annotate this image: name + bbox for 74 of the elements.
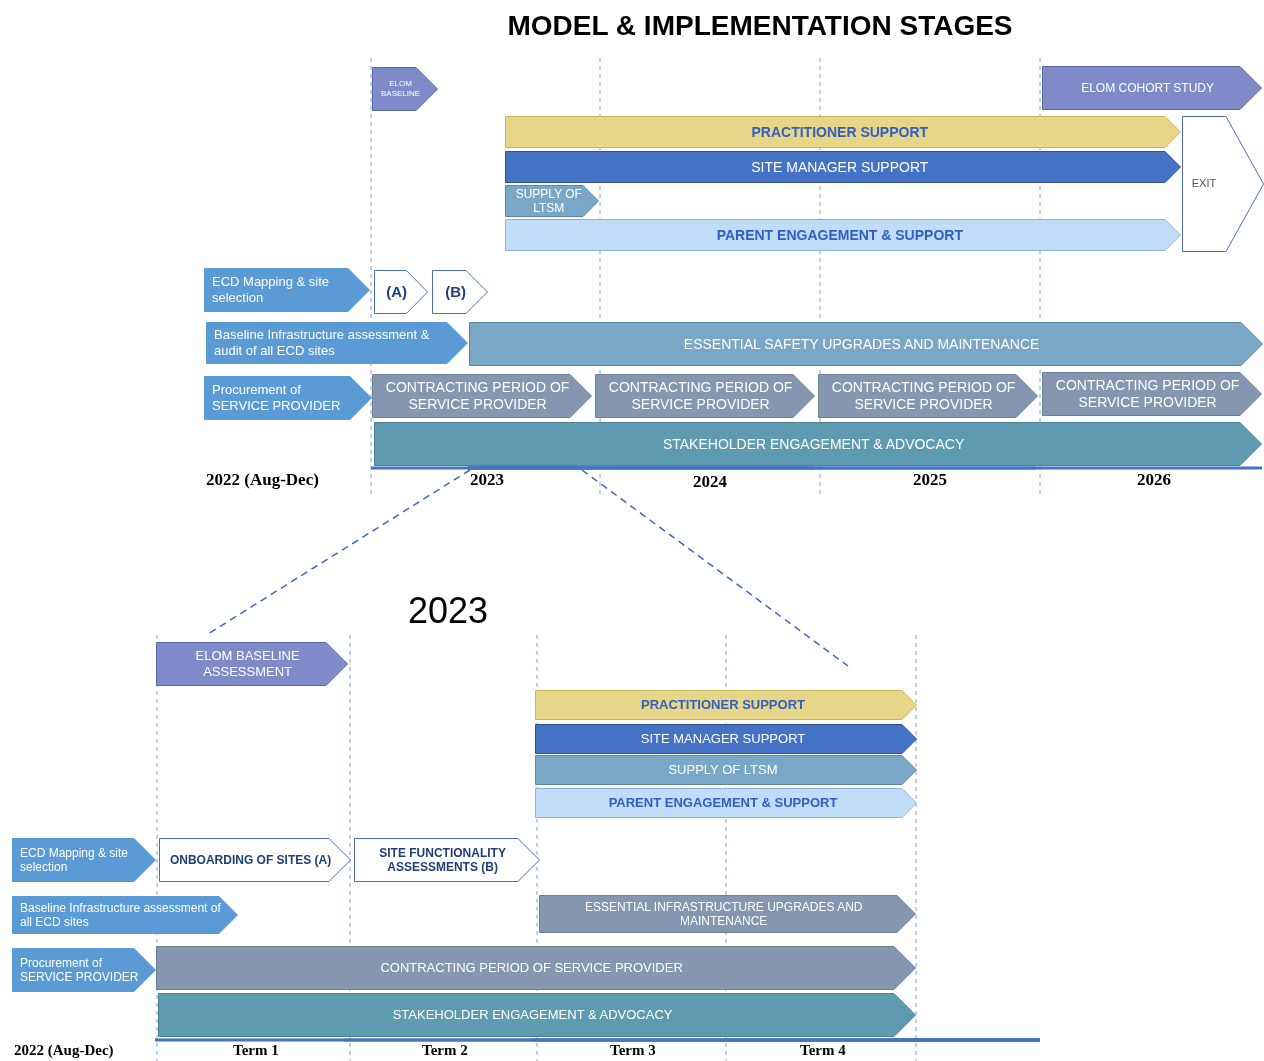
axis-label: 2026 — [1137, 470, 1171, 490]
phase-label: ELOM BASELINE ASSESSMENT — [194, 648, 301, 680]
phase-label: PARENT ENGAGEMENT & SUPPORT — [608, 795, 838, 811]
phase-label: ELOM BASELINE — [380, 79, 422, 99]
timeline-bar — [156, 642, 348, 686]
phase-label: CONTRACTING PERIOD OF SERVICE PROVIDER — [830, 379, 1017, 413]
axis-label: 2022 (Aug-Dec) — [14, 1042, 114, 1059]
phase-label: CONTRACTING PERIOD OF SERVICE PROVIDER — [607, 379, 794, 413]
phase-label: CONTRACTING PERIOD OF SERVICE PROVIDER — [1054, 377, 1241, 411]
timeline-bar — [159, 838, 351, 882]
timeline-bar — [374, 270, 428, 314]
phase-label: CONTRACTING PERIOD OF SERVICE PROVIDER — [380, 960, 683, 976]
axis-label: 2023 — [470, 470, 504, 490]
timeline-bar — [1042, 66, 1262, 110]
timeline-bar — [372, 374, 592, 418]
axis-label: Term 1 — [233, 1042, 279, 1059]
phase-label: STAKEHOLDER ENGAGEMENT & ADVOCACY — [662, 435, 965, 453]
timeline-bar — [505, 185, 599, 217]
phase-label: SITE FUNCTIONALITY ASSESSMENTS (B) — [378, 845, 507, 875]
phase-label: (B) — [445, 283, 466, 301]
axis-label: 2025 — [913, 470, 947, 490]
timeline-bar — [204, 268, 370, 312]
phase-label: STAKEHOLDER ENGAGEMENT & ADVOCACY — [392, 1007, 673, 1023]
phase-label: ECD Mapping & site selection — [212, 274, 331, 306]
timeline-bar — [535, 690, 917, 720]
phase-label: EXIT — [1191, 177, 1217, 191]
timeline-bar — [1042, 372, 1262, 416]
timeline-bar — [156, 946, 916, 990]
timeline-bar — [505, 116, 1181, 148]
phase-label: SITE MANAGER SUPPORT — [640, 731, 806, 747]
axis-label: 2022 (Aug-Dec) — [206, 470, 319, 490]
phase-label: Baseline Infrastructure assessment of all ECD sites — [20, 900, 222, 930]
phase-label: SUPPLY OF LTSM — [668, 762, 778, 778]
phase-label: (A) — [386, 283, 408, 301]
phase-label: ELOM COHORT STUDY — [1081, 80, 1215, 96]
phase-label: PRACTITIONER SUPPORT — [641, 697, 805, 713]
phase-label: SUPPLY OF LTSM — [514, 186, 583, 216]
timeline-bar — [374, 422, 1262, 466]
phase-label: PARENT ENGAGEMENT & SUPPORT — [716, 226, 963, 244]
axis-label: 2024 — [693, 472, 727, 492]
timeline-bar — [372, 67, 438, 111]
phase-label: ECD Mapping & site selection — [20, 845, 130, 875]
timeline-bar — [539, 895, 916, 933]
axis-label: Term 4 — [800, 1042, 846, 1059]
phase-label: ONBOARDING OF SITES (A) — [169, 852, 332, 868]
timeline-bar — [535, 724, 917, 754]
timeline-bar — [204, 376, 372, 420]
axis-label: Term 2 — [422, 1042, 468, 1059]
phase-label: Baseline Infrastructure assessment & audit of all ECD sites — [214, 327, 431, 359]
chart-heading: 2023 — [408, 590, 489, 632]
diagram-title: MODEL & IMPLEMENTATION STAGES — [506, 10, 1014, 42]
phase-label: SITE MANAGER SUPPORT — [751, 158, 929, 176]
timeline-bar — [469, 322, 1263, 366]
phase-label: CONTRACTING PERIOD OF SERVICE PROVIDER — [384, 379, 571, 413]
timeline-bar — [505, 151, 1181, 183]
timeline-bar — [1182, 116, 1264, 252]
timeline-bar — [354, 838, 540, 882]
timeline-bar — [158, 993, 916, 1037]
phase-label: Procurement of SERVICE PROVIDER — [212, 382, 342, 414]
timeline-bar — [206, 322, 468, 364]
timeline-bar — [595, 374, 815, 418]
timeline-bar — [505, 219, 1181, 251]
timeline-bar — [818, 374, 1038, 418]
phase-label: ESSENTIAL INFRASTRUCTURE UPGRADES AND MAINTENANCE — [583, 899, 864, 929]
timeline-bar — [432, 270, 488, 314]
timeline-bar — [12, 838, 156, 882]
timeline-bar — [535, 788, 917, 818]
timeline-bar — [12, 948, 156, 992]
phase-label: PRACTITIONER SUPPORT — [751, 123, 929, 141]
timeline-bar — [12, 896, 238, 934]
timeline-bar — [535, 755, 917, 785]
axis-label: Term 3 — [610, 1042, 656, 1059]
phase-label: ESSENTIAL SAFETY UPGRADES AND MAINTENANCE — [683, 335, 1040, 353]
phase-label: Procurement of SERVICE PROVIDER — [20, 955, 140, 985]
